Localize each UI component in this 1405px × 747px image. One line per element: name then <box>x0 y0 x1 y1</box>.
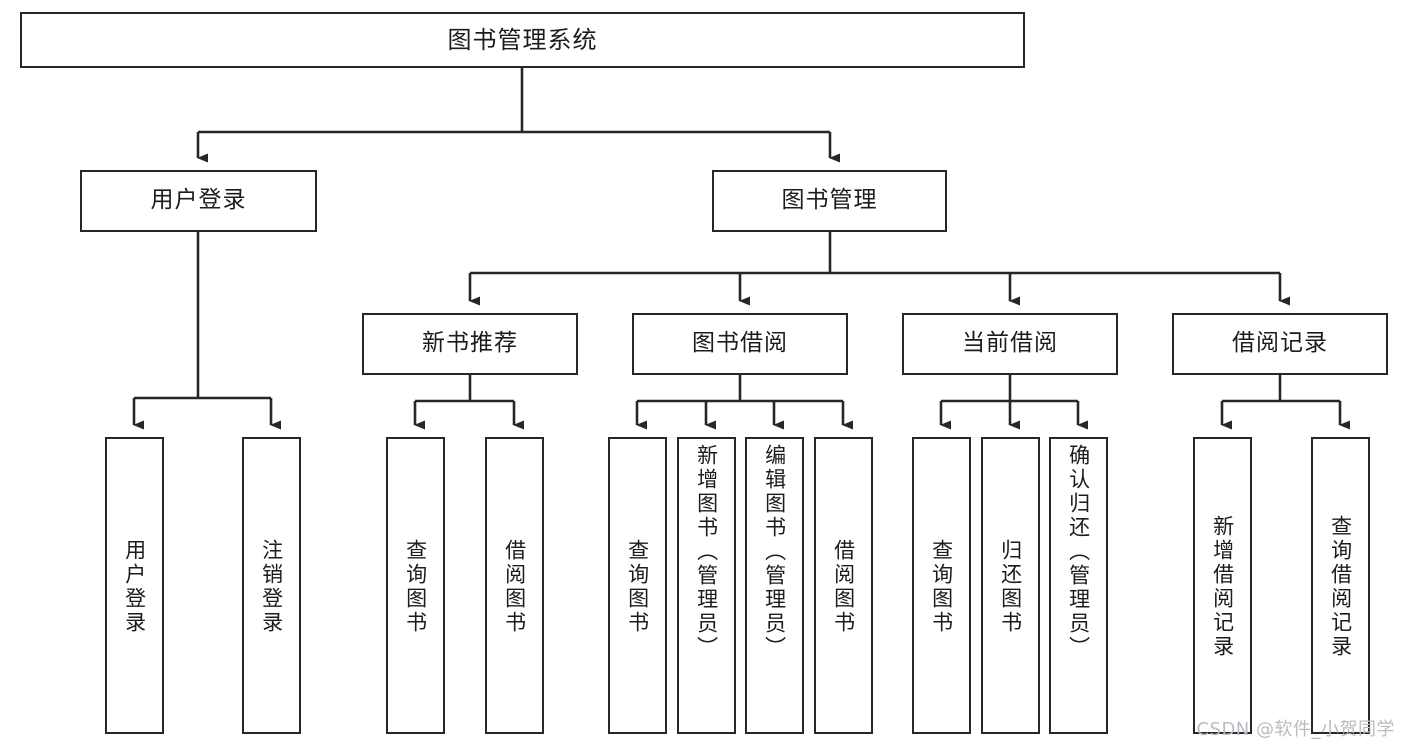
node-new-book-recommend[interactable]: 新书推荐 <box>362 313 578 375</box>
leaf-new-book-borrow[interactable]: 借阅图书 <box>485 437 544 734</box>
leaf-current-borrow-return[interactable]: 归还图书 <box>981 437 1040 734</box>
leaf-book-borrow-query[interactable]: 查询图书 <box>608 437 667 734</box>
node-label: 归还图书 <box>998 538 1023 635</box>
node-borrow-record[interactable]: 借阅记录 <box>1172 313 1388 375</box>
node-label: 查询借阅记录 <box>1328 514 1353 659</box>
leaf-current-borrow-query[interactable]: 查询图书 <box>912 437 971 734</box>
node-label: 查询图书 <box>403 538 428 635</box>
node-label: 借阅图书 <box>831 538 856 635</box>
node-book-management[interactable]: 图书管理 <box>712 170 947 232</box>
node-label: 图书管理系统 <box>447 25 598 54</box>
node-label: 新增图书（管理员） <box>694 444 719 660</box>
leaf-book-borrow-edit[interactable]: 编辑图书（管理员） <box>745 437 804 734</box>
node-label: 查询图书 <box>625 538 650 635</box>
node-label: 用户登录 <box>122 538 147 635</box>
node-user-login[interactable]: 用户登录 <box>80 170 317 232</box>
node-label: 图书管理 <box>781 187 878 214</box>
leaf-borrow-record-add[interactable]: 新增借阅记录 <box>1193 437 1252 734</box>
leaf-new-book-query[interactable]: 查询图书 <box>386 437 445 734</box>
leaf-user-login-signout[interactable]: 注销登录 <box>242 437 301 734</box>
node-label: 新增借阅记录 <box>1210 514 1235 659</box>
node-label: 当前借阅 <box>962 330 1058 357</box>
node-current-borrow[interactable]: 当前借阅 <box>902 313 1118 375</box>
node-label: 用户登录 <box>150 187 247 214</box>
node-label: 编辑图书（管理员） <box>762 444 787 660</box>
node-label: 借阅记录 <box>1232 330 1328 357</box>
node-root-system[interactable]: 图书管理系统 <box>20 12 1025 68</box>
leaf-book-borrow-add[interactable]: 新增图书（管理员） <box>677 437 736 734</box>
leaf-book-borrow-borrow[interactable]: 借阅图书 <box>814 437 873 734</box>
node-label: 图书借阅 <box>692 330 788 357</box>
node-label: 确认归还（管理员） <box>1066 444 1091 660</box>
node-label: 新书推荐 <box>422 330 518 357</box>
node-book-borrow[interactable]: 图书借阅 <box>632 313 848 375</box>
node-label: 借阅图书 <box>502 538 527 635</box>
leaf-current-borrow-confirm-return[interactable]: 确认归还（管理员） <box>1049 437 1108 734</box>
leaf-borrow-record-query[interactable]: 查询借阅记录 <box>1311 437 1370 734</box>
leaf-user-login-signin[interactable]: 用户登录 <box>105 437 164 734</box>
watermark-text: CSDN @软件_小贺同学 <box>1196 719 1395 740</box>
node-label: 查询图书 <box>929 538 954 635</box>
node-label: 注销登录 <box>259 538 284 635</box>
